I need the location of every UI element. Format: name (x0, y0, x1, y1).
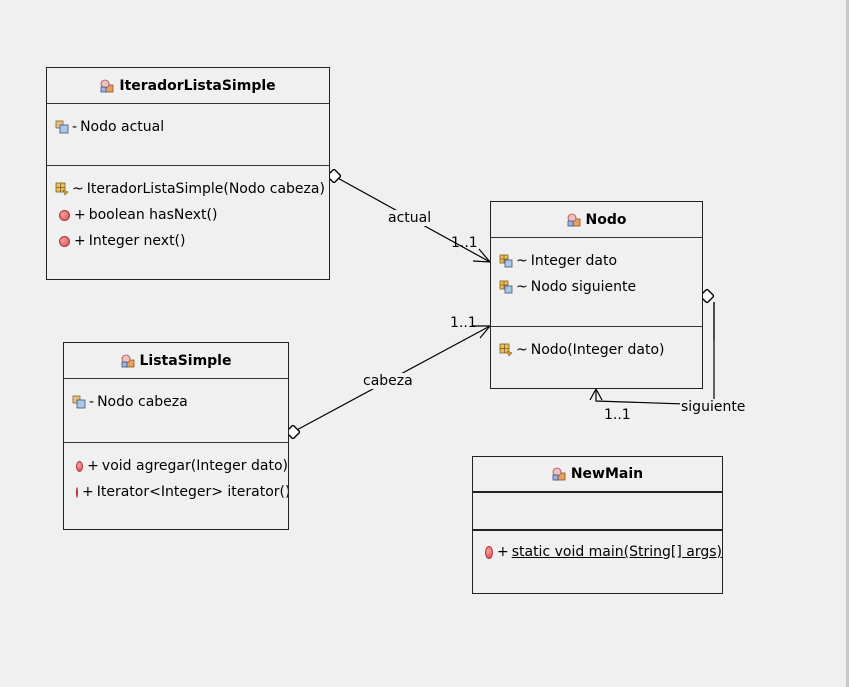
package-field-icon (499, 280, 513, 294)
operation-row[interactable]: + static void main(String[] args) (473, 539, 722, 565)
class-icon (100, 79, 114, 93)
multiplicity-label-siguiente: 1..1 (604, 407, 631, 423)
class-header: ListaSimple (64, 343, 288, 379)
class-header: NewMain (473, 457, 722, 493)
operation-row[interactable]: + boolean hasNext() (47, 202, 329, 228)
operation-row[interactable]: + Iterator<Integer> iterator() (64, 479, 288, 505)
package-field-icon (499, 254, 513, 268)
operation-row[interactable]: + Integer next() (47, 228, 329, 254)
private-field-icon (55, 120, 69, 134)
class-name: IteradorListaSimple (119, 77, 276, 94)
package-constructor-icon (55, 182, 69, 196)
operations-section: ~ Nodo(Integer dato) (491, 327, 702, 363)
multiplicity-label-actual: 1..1 (451, 235, 478, 251)
class-icon (552, 467, 566, 481)
attributes-section: ~ Integer dato ~ Nodo siguiente (491, 238, 702, 327)
class-new-main[interactable]: NewMain + static void main(String[] args… (472, 456, 723, 594)
operations-section: + void agregar(Integer dato) + Iterator<… (64, 443, 288, 505)
attributes-section (473, 493, 722, 531)
attribute-row[interactable]: ~ Integer dato (491, 248, 702, 274)
class-name: NewMain (570, 466, 644, 482)
class-icon (121, 354, 135, 368)
canvas-edge (846, 0, 849, 687)
operations-section: ~ IteradorListaSimple(Nodo cabeza) + boo… (47, 166, 329, 254)
public-method-icon (59, 235, 70, 247)
class-name: Nodo (585, 211, 627, 228)
attribute-row[interactable]: - Nodo actual (47, 114, 329, 140)
class-header: Nodo (491, 202, 702, 238)
public-method-icon (59, 209, 70, 221)
operations-section: + static void main(String[] args) (473, 531, 722, 565)
package-constructor-icon (499, 343, 513, 357)
multiplicity-label-cabeza: 1..1 (450, 315, 477, 331)
class-lista-simple[interactable]: ListaSimple - Nodo cabeza + void agregar… (63, 342, 289, 530)
public-static-method-icon (485, 545, 493, 559)
role-label-actual: actual (387, 210, 433, 226)
role-label-cabeza: cabeza (362, 373, 414, 389)
attribute-row[interactable]: - Nodo cabeza (64, 389, 288, 415)
association-siguiente[interactable] (589, 289, 715, 406)
operation-row[interactable]: + void agregar(Integer dato) (64, 453, 288, 479)
class-nodo[interactable]: Nodo ~ Integer dato ~ Nodo siguiente ~ N… (490, 201, 703, 389)
public-method-icon (76, 460, 84, 472)
operation-row[interactable]: ~ IteradorListaSimple(Nodo cabeza) (47, 176, 329, 202)
class-icon (567, 213, 581, 227)
role-label-siguiente: siguiente (680, 399, 747, 415)
attributes-section: - Nodo actual (47, 104, 329, 166)
public-method-icon (76, 486, 78, 498)
class-iterador-lista-simple[interactable]: IteradorListaSimple - Nodo actual ~ Iter… (46, 67, 330, 280)
attribute-row[interactable]: ~ Nodo siguiente (491, 274, 702, 300)
class-name: ListaSimple (139, 352, 232, 369)
private-field-icon (72, 395, 86, 409)
class-header: IteradorListaSimple (47, 68, 329, 104)
attributes-section: - Nodo cabeza (64, 379, 288, 443)
operation-row[interactable]: ~ Nodo(Integer dato) (491, 337, 702, 363)
